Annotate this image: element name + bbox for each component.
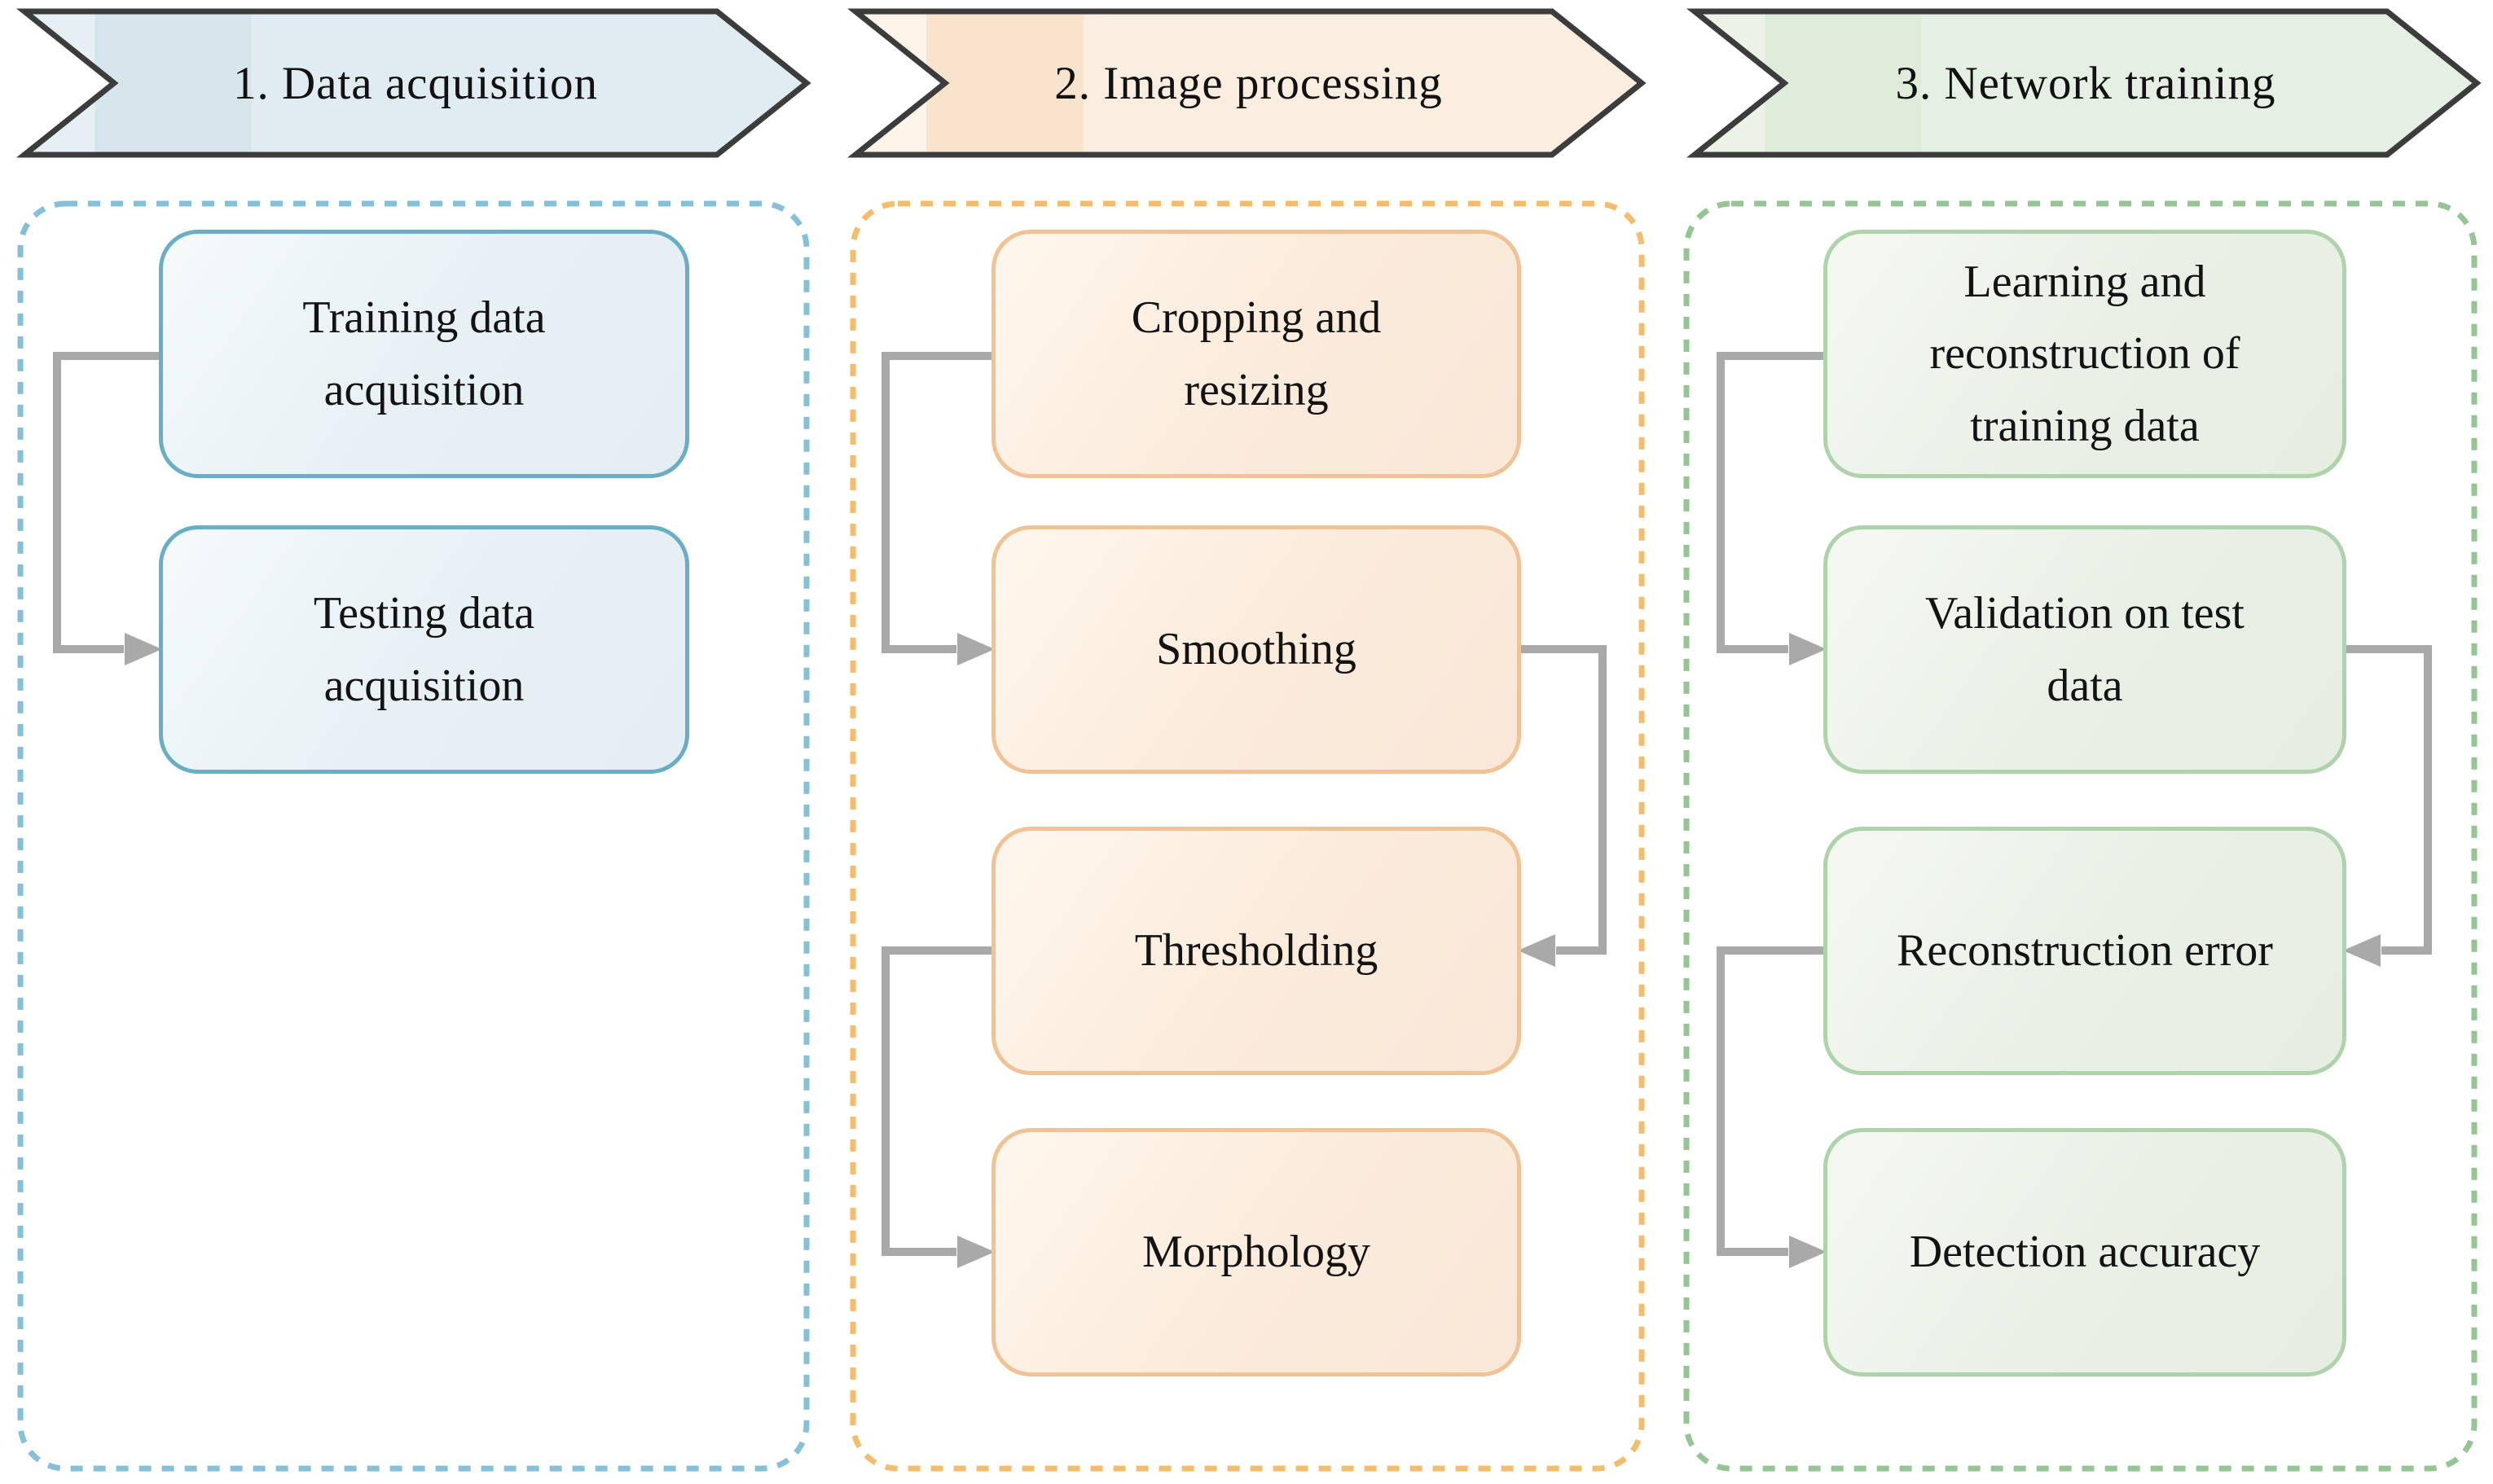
connector-arrows bbox=[53, 352, 2432, 1256]
arrow-validation-to-error-line bbox=[2346, 645, 2432, 955]
arrowhead-into-validation bbox=[1789, 633, 1827, 665]
connector-arrowheads bbox=[125, 633, 2381, 1268]
arrowhead-into-smoothing bbox=[957, 633, 995, 665]
step-thresholding: Thresholding bbox=[991, 827, 1521, 1075]
phase-2-dashed-container bbox=[850, 200, 1645, 1472]
phase-2-banner-arrow bbox=[847, 8, 1647, 158]
step-detection-accuracy: Detection accuracy bbox=[1823, 1128, 2346, 1376]
arrowhead-into-detection-accuracy bbox=[1789, 1236, 1827, 1268]
arrowhead-into-thresholding bbox=[1518, 934, 1555, 967]
arrowhead-into-reconstruction-error bbox=[2343, 934, 2381, 967]
step-training-data-acquisition: Training data acquisition bbox=[159, 230, 689, 478]
arrowhead-into-morphology bbox=[957, 1236, 995, 1268]
phase-1-dashed-container bbox=[17, 200, 810, 1472]
arrow-training-to-testing-line bbox=[53, 352, 159, 653]
arrow-learning-to-validation-line bbox=[1717, 352, 1823, 653]
arrow-smoothing-to-thresholding-line bbox=[1521, 645, 1607, 955]
phase-1-banner-arrow bbox=[16, 8, 811, 158]
arrow-thresholding-to-morphology-line bbox=[882, 946, 991, 1256]
arrow-cropping-to-smoothing-line bbox=[882, 352, 991, 653]
phase-3-dashed-container bbox=[1683, 200, 2478, 1472]
step-testing-data-acquisition: Testing data acquisition bbox=[159, 525, 689, 774]
arrow-error-to-accuracy-line bbox=[1717, 946, 1823, 1256]
step-reconstruction-error: Reconstruction error bbox=[1823, 827, 2346, 1075]
step-cropping-and-resizing: Cropping and resizing bbox=[991, 230, 1521, 478]
step-morphology: Morphology bbox=[991, 1128, 1521, 1376]
arrowhead-into-testing bbox=[125, 633, 162, 665]
phase-3-banner-arrow bbox=[1686, 8, 2482, 158]
step-smoothing: Smoothing bbox=[991, 525, 1521, 774]
step-learning-reconstruction-training-data: Learning and reconstruction of training … bbox=[1823, 230, 2346, 478]
step-validation-on-test-data: Validation on test data bbox=[1823, 525, 2346, 774]
